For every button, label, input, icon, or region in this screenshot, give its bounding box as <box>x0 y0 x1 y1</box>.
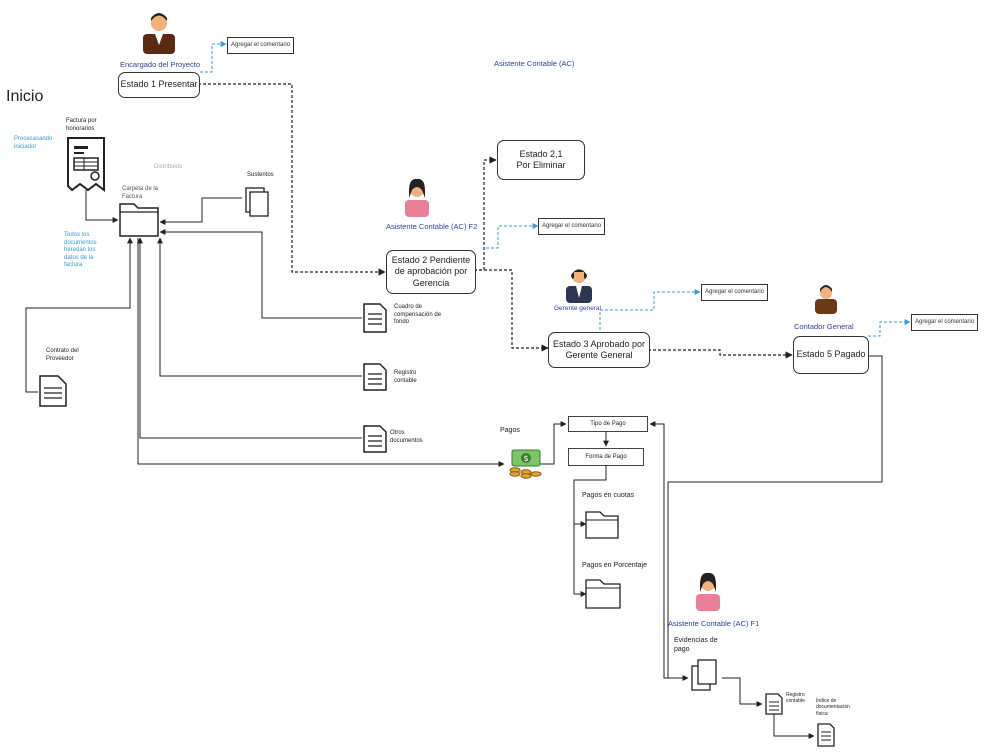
box-tipo-pago-label: Tipo de Pago <box>590 421 626 427</box>
label-registro: Registro contable <box>394 370 417 384</box>
comment-link-2 <box>486 223 539 249</box>
link-otros-carpeta <box>137 237 362 439</box>
state-2-line1: Estado 2 Pendiente <box>391 255 471 266</box>
folder-icon <box>119 203 159 237</box>
label-evidencias-line1: Evidencias de <box>674 637 718 644</box>
link-carpeta-pagos <box>137 238 505 467</box>
invoice-icon <box>67 137 105 192</box>
flow-s2-s3 <box>474 269 549 352</box>
label-distribuido: Distribuido <box>154 164 183 170</box>
state-5[interactable]: Estado 5 Pagado <box>793 336 869 374</box>
label-sustentos: Sustentos <box>247 172 274 178</box>
indice-doc-icon <box>817 723 835 747</box>
money-icon: $ <box>509 449 542 479</box>
state-5-label: Estado 5 Pagado <box>796 349 866 360</box>
label-otros: Otros documentos <box>390 430 423 444</box>
link-evidencias-registro <box>722 677 763 707</box>
state-2-1[interactable]: Estado 2,1 Por Eliminar <box>497 140 585 180</box>
link-registro-carpeta <box>157 237 362 377</box>
folder-cuotas-icon <box>585 511 619 539</box>
link-factura-carpeta <box>85 190 119 223</box>
link-cuadro-carpeta <box>159 229 362 319</box>
link-forma-cuotas <box>573 464 607 527</box>
label-carpeta: Carpeta de la Factura <box>122 186 159 200</box>
role-asistente-f2: Asistente Contable (AC) F2 <box>386 222 478 231</box>
role-asistente-f1: Asistente Contable (AC) F1 <box>668 619 760 628</box>
state-2-line3: Gerencia <box>412 277 450 288</box>
label-pagos: Pagos <box>500 427 520 434</box>
label-registro2: Registro contable <box>786 692 805 705</box>
flow-s3-s5 <box>648 349 793 359</box>
label-indice: Índice de documentación física <box>816 698 850 717</box>
box-forma-pago-label: Forma de Pago <box>585 454 627 460</box>
link-registro-indice <box>773 714 815 739</box>
link-return-tipo <box>649 421 676 679</box>
box-forma-pago[interactable]: Forma de Pago <box>568 448 644 466</box>
state-2-1-line1: Estado 2,1 <box>519 148 563 159</box>
person-asistente-f2-icon <box>405 178 429 217</box>
folder-porcentaje-icon <box>585 579 621 609</box>
svg-text:$: $ <box>524 454 529 463</box>
comment-link-4 <box>868 319 911 337</box>
cuadro-doc-icon <box>363 303 387 333</box>
link-contrato-carpeta <box>25 237 133 393</box>
state-3-line2: Gerente General <box>565 350 633 360</box>
role-asistente-top: Asistente Contable (AC) <box>494 59 575 68</box>
state-3-line1: Estado 3 Aprobado por <box>552 338 646 349</box>
state-2-line2: de aprobación por <box>394 266 468 277</box>
state-1-label: Estado 1 Presentar <box>120 79 198 90</box>
person-gerente-icon <box>566 269 592 303</box>
label-contrato: Contrato del Proveedor <box>46 348 79 362</box>
flow-s2-s21 <box>474 156 497 271</box>
state-2-1-line2: Por Eliminar <box>516 160 566 170</box>
box-tipo-pago[interactable]: Tipo de Pago <box>568 416 648 432</box>
sustentos-docs-icon <box>245 187 269 217</box>
evidencias-docs-icon <box>691 659 717 691</box>
comment-2[interactable]: Agregar el comentario <box>538 218 606 235</box>
role-contador: Contador General <box>794 322 854 331</box>
person-encargado-icon <box>143 13 175 54</box>
link-forma-porcentaje <box>573 524 587 597</box>
label-evidencias-line2: pago <box>674 645 690 653</box>
state-2[interactable]: Estado 2 Pendiente de aprobación por Ger… <box>386 250 476 294</box>
label-factura: Factura por honorarios <box>66 118 97 132</box>
flow-s1-s2 <box>198 83 386 276</box>
link-pagos-tipo <box>540 421 567 465</box>
registro-doc-icon <box>363 363 387 391</box>
label-evidencias: Evidencias de pago <box>674 637 718 655</box>
person-contador-icon <box>815 285 837 314</box>
comment-3[interactable]: Agregar el comentario <box>701 284 769 301</box>
note-iniciador: Procesasando iniciador <box>14 136 53 150</box>
otros-doc-icon <box>363 425 387 453</box>
comment-link-1 <box>200 41 227 73</box>
comment-4[interactable]: Agregar el comentario <box>911 314 979 331</box>
registro2-doc-icon <box>765 693 783 715</box>
link-sustentos-carpeta <box>159 197 242 225</box>
page-title: Inicio <box>6 88 44 105</box>
contrato-doc-icon <box>39 375 67 407</box>
label-cuadro: Cuadro de compensación de fondo <box>394 304 442 325</box>
person-asistente-f1-icon <box>696 572 720 611</box>
state-1[interactable]: Estado 1 Presentar <box>118 72 200 98</box>
role-encargado: Encargado del Proyecto <box>120 60 201 69</box>
comment-1[interactable]: Agregar el comentario <box>227 37 295 54</box>
role-gerente: Gerente general <box>554 305 601 312</box>
comment-link-3 <box>599 289 701 330</box>
label-cuotas: Pagos en cuotas <box>582 492 635 499</box>
state-3[interactable]: Estado 3 Aprobado por Gerente General <box>548 332 650 368</box>
link-s5-return <box>667 355 883 681</box>
note-heredan: Todos los documentos heredan los datos d… <box>64 232 97 268</box>
label-porcentaje: Pagos en Porcentaje <box>582 562 647 569</box>
